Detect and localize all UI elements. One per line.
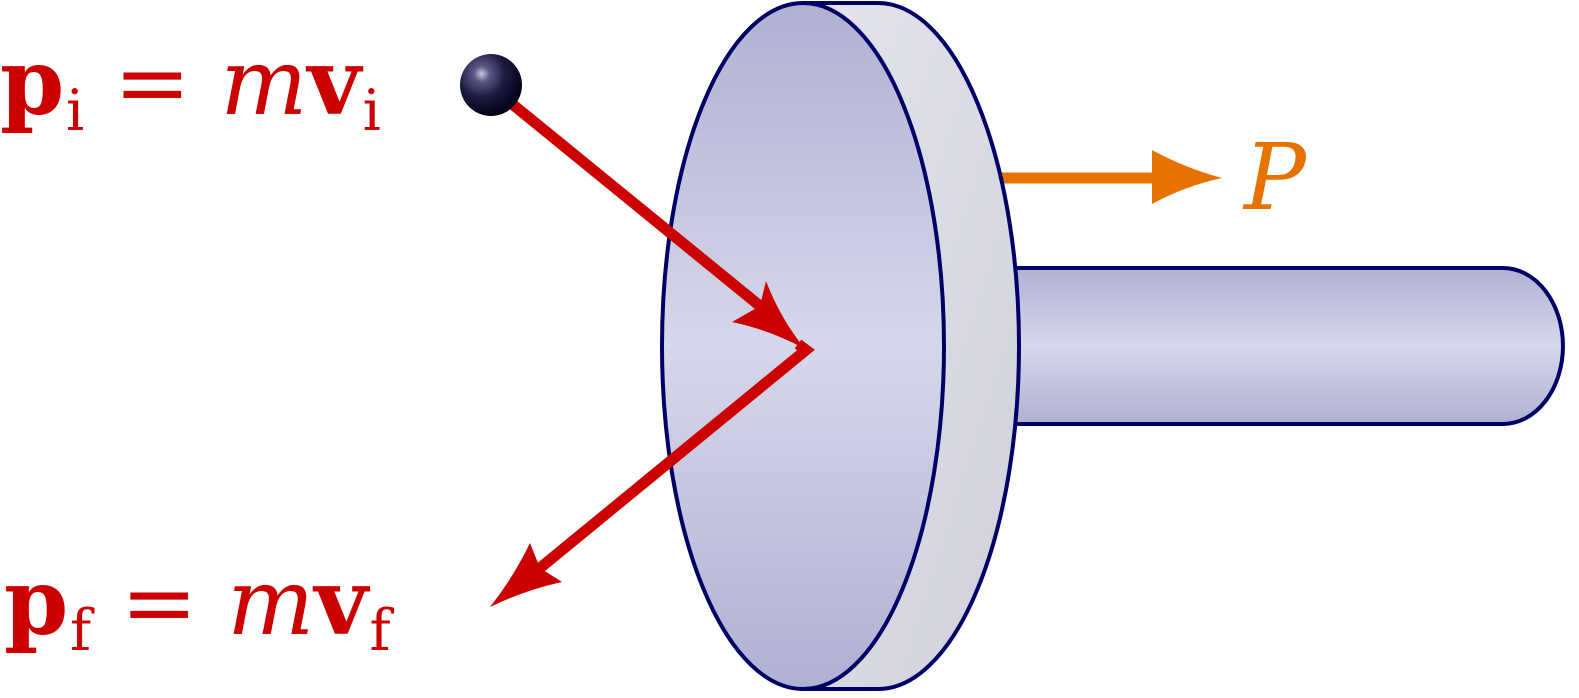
v-subscript: i [362,77,381,144]
p-subscript: f [70,597,92,664]
velocity-symbol: v [314,548,368,656]
force-label: P [1244,132,1306,224]
initial-momentum-label: pi=mvi [0,36,381,139]
force-symbol: P [1244,124,1306,231]
equals-sign: = [120,549,198,656]
equals-sign: = [113,29,191,136]
p-symbol: p [0,28,65,136]
force-arrow [990,150,1222,204]
ball [460,54,522,116]
outgoing-momentum-arrow [490,339,815,607]
velocity-symbol: v [307,28,361,136]
p-subscript: i [66,77,85,144]
final-momentum-label: pf=mvf [4,556,391,659]
disk [660,0,1021,691]
p-symbol: p [4,548,69,656]
mass-symbol: m [227,549,315,656]
rod [998,266,1565,426]
v-subscript: f [369,597,391,664]
mass-symbol: m [220,29,308,136]
incoming-momentum-arrow [491,85,805,349]
